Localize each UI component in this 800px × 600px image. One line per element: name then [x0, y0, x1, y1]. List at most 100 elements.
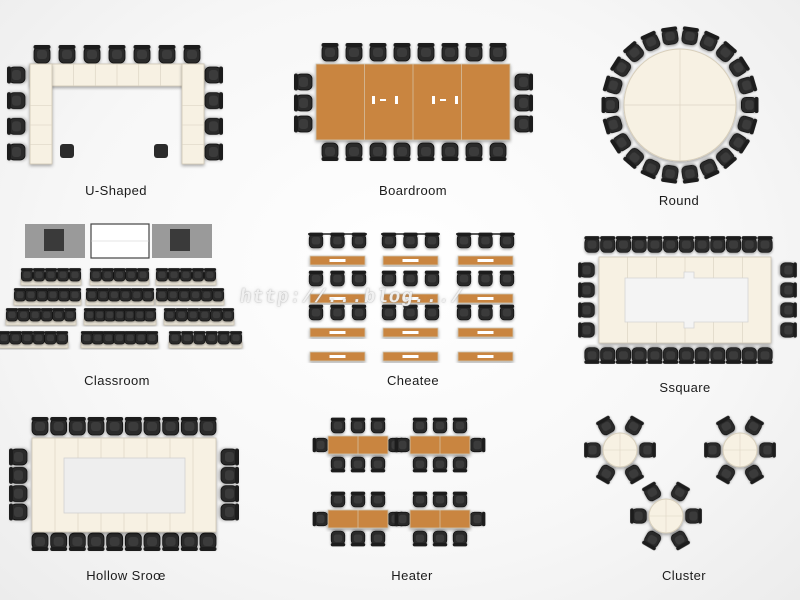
chair-cushion: [71, 291, 79, 299]
chair-cushion: [720, 152, 731, 163]
chair-cushion: [721, 468, 732, 479]
chair-cushion: [333, 236, 342, 245]
chair-icon: [381, 304, 397, 321]
chair-cushion: [225, 488, 234, 499]
chair-cushion: [373, 495, 383, 504]
chair-icon: [694, 236, 710, 253]
chair-icon: [432, 491, 448, 508]
chair-icon: [211, 288, 225, 302]
chair-cushion: [16, 291, 24, 299]
chair-cushion: [14, 470, 23, 481]
chair-icon: [424, 232, 440, 249]
chair-icon: [469, 511, 486, 527]
chair-icon: [370, 417, 386, 434]
chair-icon: [56, 268, 70, 282]
chair-icon: [68, 532, 86, 551]
chair-back: [661, 177, 678, 184]
chair-icon: [330, 456, 346, 473]
chair-icon: [321, 142, 339, 161]
chair-cushion: [46, 334, 54, 342]
chair-icon: [578, 262, 595, 278]
chair-cushion: [88, 291, 96, 299]
chair-cushion: [212, 311, 220, 319]
chair-icon: [710, 236, 726, 253]
chair-icon: [345, 142, 363, 161]
chair-back: [678, 360, 695, 364]
chair-cushion: [784, 325, 793, 335]
chair-back: [694, 236, 710, 240]
chair-icon: [412, 530, 428, 547]
chair-icon: [9, 331, 22, 345]
chair-back: [158, 45, 176, 49]
chair-cushion: [720, 47, 731, 58]
chair-cushion: [209, 147, 218, 157]
chair-icon: [330, 491, 346, 508]
chair-cushion: [681, 351, 691, 360]
chair-back: [456, 232, 472, 237]
chair-cushion: [35, 537, 45, 546]
round-layout: [601, 26, 759, 184]
table-mark: [402, 297, 419, 300]
chair-cushion: [684, 31, 695, 41]
chair-cushion: [415, 534, 425, 543]
chair-cushion: [106, 311, 114, 319]
chair-cushion: [115, 271, 124, 279]
chair-cushion: [354, 274, 364, 283]
chair-back: [7, 92, 11, 110]
chair-back: [749, 75, 758, 92]
chair-cushion: [311, 308, 321, 317]
chair-back: [647, 236, 663, 240]
chair-cushion: [588, 445, 597, 455]
chair-back: [106, 547, 124, 551]
chair-icon: [716, 147, 737, 169]
chair-cushion: [473, 514, 482, 524]
table-mark: [402, 355, 419, 358]
chair-icon: [694, 347, 710, 364]
chair-back: [345, 157, 363, 161]
chair-icon: [7, 117, 26, 135]
chair-cushion: [748, 468, 759, 479]
chair-back: [529, 115, 533, 133]
chair-back: [143, 547, 161, 551]
chair-back: [124, 417, 142, 421]
chair-cushion: [684, 169, 695, 179]
chair-back: [370, 491, 386, 496]
chair-cushion: [415, 421, 425, 430]
chair-icon: [136, 268, 150, 282]
chair-icon: [68, 288, 82, 302]
chair-icon: [710, 347, 726, 364]
chair-cushion: [582, 305, 591, 315]
chair-icon: [220, 466, 239, 484]
chair-back: [381, 232, 397, 237]
chair-icon: [465, 43, 483, 62]
chair-icon: [181, 331, 194, 345]
chair-cushion: [38, 291, 46, 299]
chair-back: [102, 331, 115, 334]
chair-back: [630, 415, 644, 426]
chair-cushion: [139, 271, 147, 279]
chair-icon: [351, 270, 367, 287]
chair-cushion: [147, 537, 157, 546]
chair-icon: [35, 288, 49, 302]
chair-cushion: [148, 334, 156, 342]
chair-icon: [106, 532, 124, 551]
chair-back: [330, 304, 345, 309]
chair-back: [465, 157, 483, 161]
chair-cushion: [59, 271, 67, 279]
chair-back: [793, 322, 797, 338]
chair-back: [162, 547, 180, 551]
chair-icon: [452, 491, 468, 508]
chair-cushion: [299, 119, 308, 129]
chair-icon: [615, 236, 632, 253]
chair-icon: [113, 331, 126, 345]
chair-back: [369, 43, 387, 47]
chair-cushion: [311, 274, 321, 283]
chair-icon: [7, 66, 26, 84]
chair-back: [452, 542, 468, 547]
chair-cushion: [187, 50, 197, 59]
chair-icon: [63, 308, 77, 322]
label-u-shaped: U-Shaped: [85, 183, 147, 198]
chair-back: [499, 270, 515, 275]
chair-icon: [193, 331, 206, 345]
chair-cushion: [459, 308, 469, 317]
